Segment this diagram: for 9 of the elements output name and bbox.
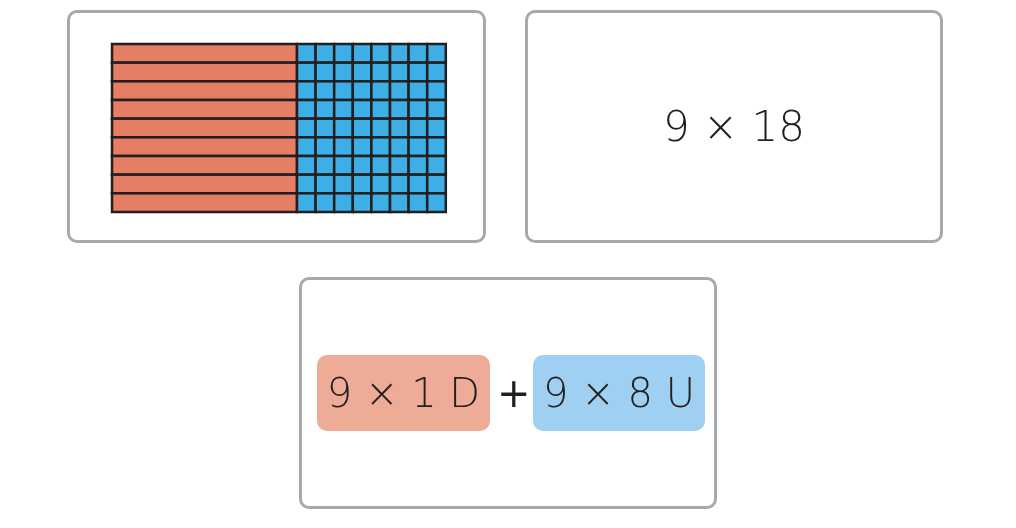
card: [299, 277, 717, 509]
highlight-box: [317, 355, 490, 431]
plus-sign: +: [497, 373, 531, 413]
expression-text: 9 × 1 D: [326, 370, 481, 416]
picture-card: [67, 10, 486, 243]
expression-text: 9 × 18: [662, 102, 806, 151]
highlight-box: [533, 355, 705, 431]
card: [525, 10, 943, 243]
expression-text: 9 × 8 U: [543, 370, 695, 416]
